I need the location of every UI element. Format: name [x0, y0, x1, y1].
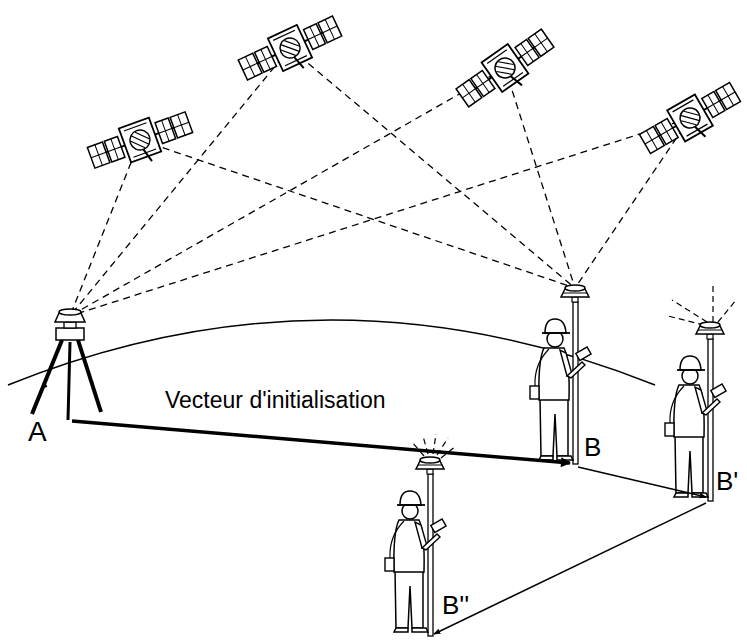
point-label: B'': [442, 592, 469, 618]
move-arrow: [434, 503, 706, 634]
point-label: B: [584, 434, 601, 460]
base-tripod: [32, 309, 101, 420]
satellite-signals: [70, 48, 690, 316]
vector-label: Vecteur d'initialisation: [165, 389, 385, 412]
rover-surveyor: [530, 285, 591, 464]
satellite: [452, 23, 561, 117]
point-label: A: [28, 418, 47, 446]
satellite: [235, 10, 347, 92]
move-arrow: [578, 467, 706, 497]
initialisation-vector: [72, 421, 570, 463]
satellite: [85, 105, 197, 180]
point-label: B': [716, 468, 738, 494]
rover-surveyor: [385, 457, 446, 636]
satellite: [636, 76, 747, 164]
